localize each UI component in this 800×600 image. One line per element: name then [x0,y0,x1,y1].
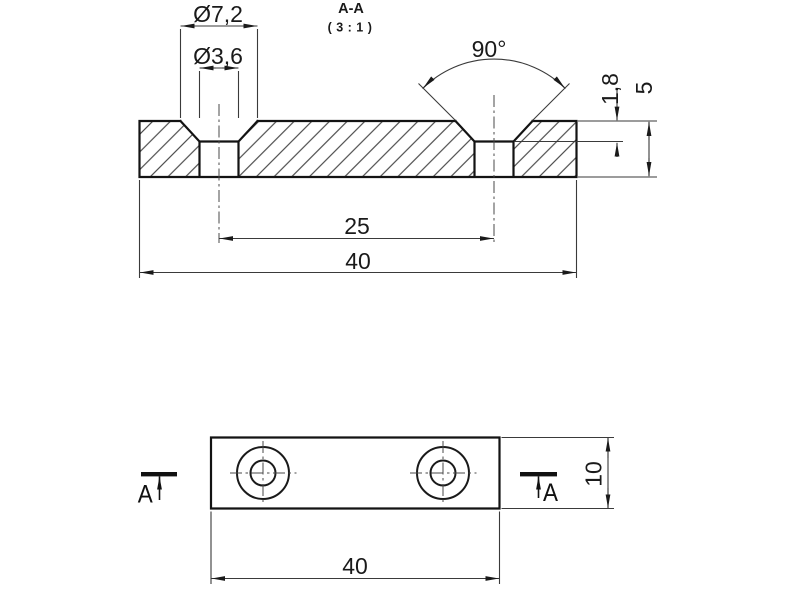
view-title: A-A [338,1,364,17]
plan-view: A A 40 10 [138,436,614,584]
dim-thickness: 5 [631,82,657,177]
dim-csk-angle: 90° [418,36,570,121]
dim-hole-spacing: 25 [219,213,494,241]
slope-extension-line-left [418,83,456,121]
cut-arrowhead-up-icon [157,476,162,490]
section-cut-marker-right: A [520,472,558,507]
view-scale: ( 3 : 1 ) [328,21,373,35]
angle-arc [422,58,566,89]
dim-plan-width: 10 [501,436,614,510]
cut-label-right: A [543,479,558,507]
dim-hole-diameter-label: Ø3,6 [193,43,243,69]
dim-hole-spacing-label: 25 [344,213,370,239]
cut-plane-bar [141,472,177,477]
dim-hole-diameter: Ø3,6 [193,43,243,118]
plan-outline [209,436,501,510]
dim-thickness-label: 5 [631,82,657,95]
dim-csk-diameter-label: Ø7,2 [193,1,243,27]
dim-plan-length: 40 [210,511,501,584]
cut-arrowhead-up-icon [536,476,541,490]
section-hatch [139,121,577,177]
dim-csk-diameter: Ø7,2 [179,1,259,118]
dim-overall-length: 40 [138,180,578,278]
section-cut-marker-left: A [138,472,177,509]
slope-extension-line-right [532,83,570,121]
arrow-line [422,76,435,89]
dim-csk-angle-label: 90° [472,36,507,62]
arrow-line [553,76,566,89]
dim-plan-width-label: 10 [581,461,607,487]
cut-label-left: A [138,481,153,509]
dim-plan-length-label: 40 [342,553,368,579]
dim-overall-length-label: 40 [345,248,371,274]
dim-csk-depth-label: 1,8 [597,73,623,105]
dim-csk-depth: 1,8 [515,73,623,157]
section-view: Ø7,2 Ø3,6 90° 1,8 [138,1,657,278]
cut-plane-bar [520,472,557,477]
